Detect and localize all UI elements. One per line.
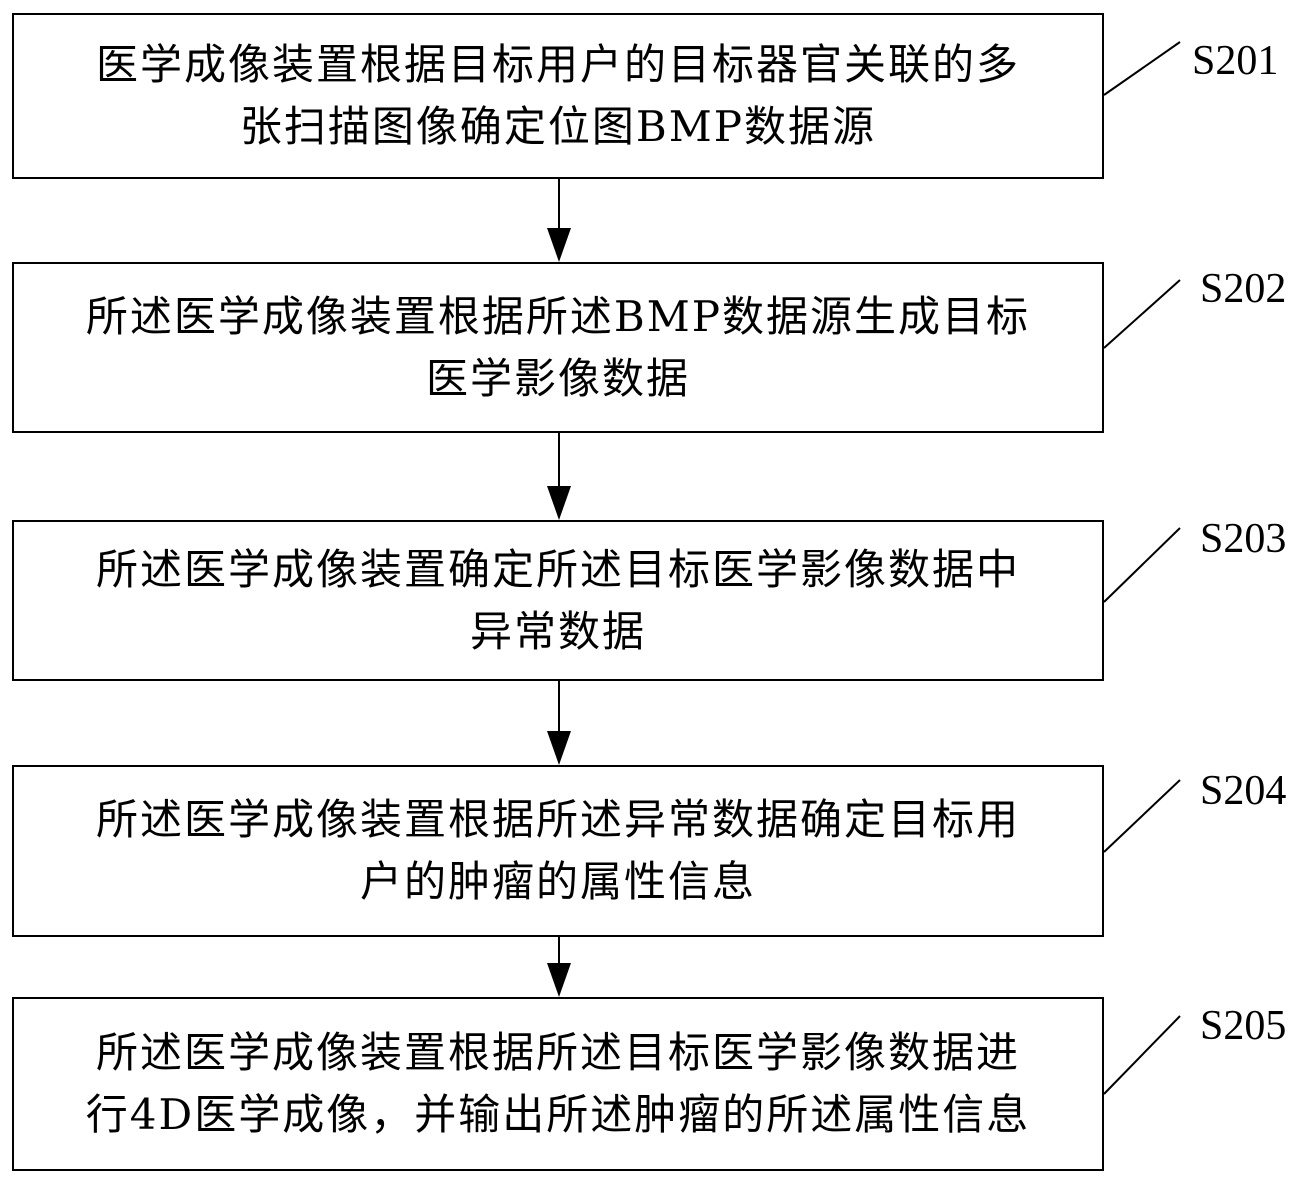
leader-line-s201: [1103, 41, 1181, 96]
step-box-s204: 所述医学成像装置根据所述异常数据确定目标用 户的肿瘤的属性信息: [12, 765, 1104, 937]
step-text-s204: 所述医学成像装置根据所述异常数据确定目标用 户的肿瘤的属性信息: [95, 795, 1020, 906]
step-label-s202: S202: [1200, 266, 1287, 312]
step-label-s204: S204: [1200, 768, 1287, 814]
step-text-s202: 所述医学成像装置根据所述BMP数据源生成目标 医学影像数据: [85, 291, 1031, 403]
arrow-s203-to-s204: [547, 681, 571, 765]
arrow-s201-to-s202: [547, 179, 571, 262]
step-label-s205: S205: [1200, 1003, 1287, 1049]
arrow-s204-to-s205: [547, 937, 571, 997]
step-box-s201: 医学成像装置根据目标用户的目标器官关联的多 张扫描图像确定位图BMP数据源: [12, 13, 1104, 179]
step-text-s205: 所述医学成像装置根据所述目标医学影像数据进 行4D医学成像，并输出所述肿瘤的所述…: [85, 1028, 1031, 1139]
step-text-s201: 医学成像装置根据目标用户的目标器官关联的多 张扫描图像确定位图BMP数据源: [95, 40, 1020, 151]
leader-line-s203: [1103, 527, 1181, 603]
step-box-s205: 所述医学成像装置根据所述目标医学影像数据进 行4D医学成像，并输出所述肿瘤的所述…: [12, 997, 1104, 1171]
step-label-s201: S201: [1192, 38, 1279, 84]
leader-line-s204: [1103, 779, 1181, 853]
step-box-s202: 所述医学成像装置根据所述BMP数据源生成目标 医学影像数据: [12, 262, 1104, 433]
step-label-s203: S203: [1200, 516, 1287, 562]
leader-line-s205: [1103, 1015, 1181, 1095]
leader-line-s202: [1103, 279, 1181, 349]
step-box-s203: 所述医学成像装置确定所述目标医学影像数据中 异常数据: [12, 520, 1104, 681]
arrow-s202-to-s203: [547, 433, 571, 520]
step-text-s203: 所述医学成像装置确定所述目标医学影像数据中 异常数据: [95, 544, 1020, 656]
